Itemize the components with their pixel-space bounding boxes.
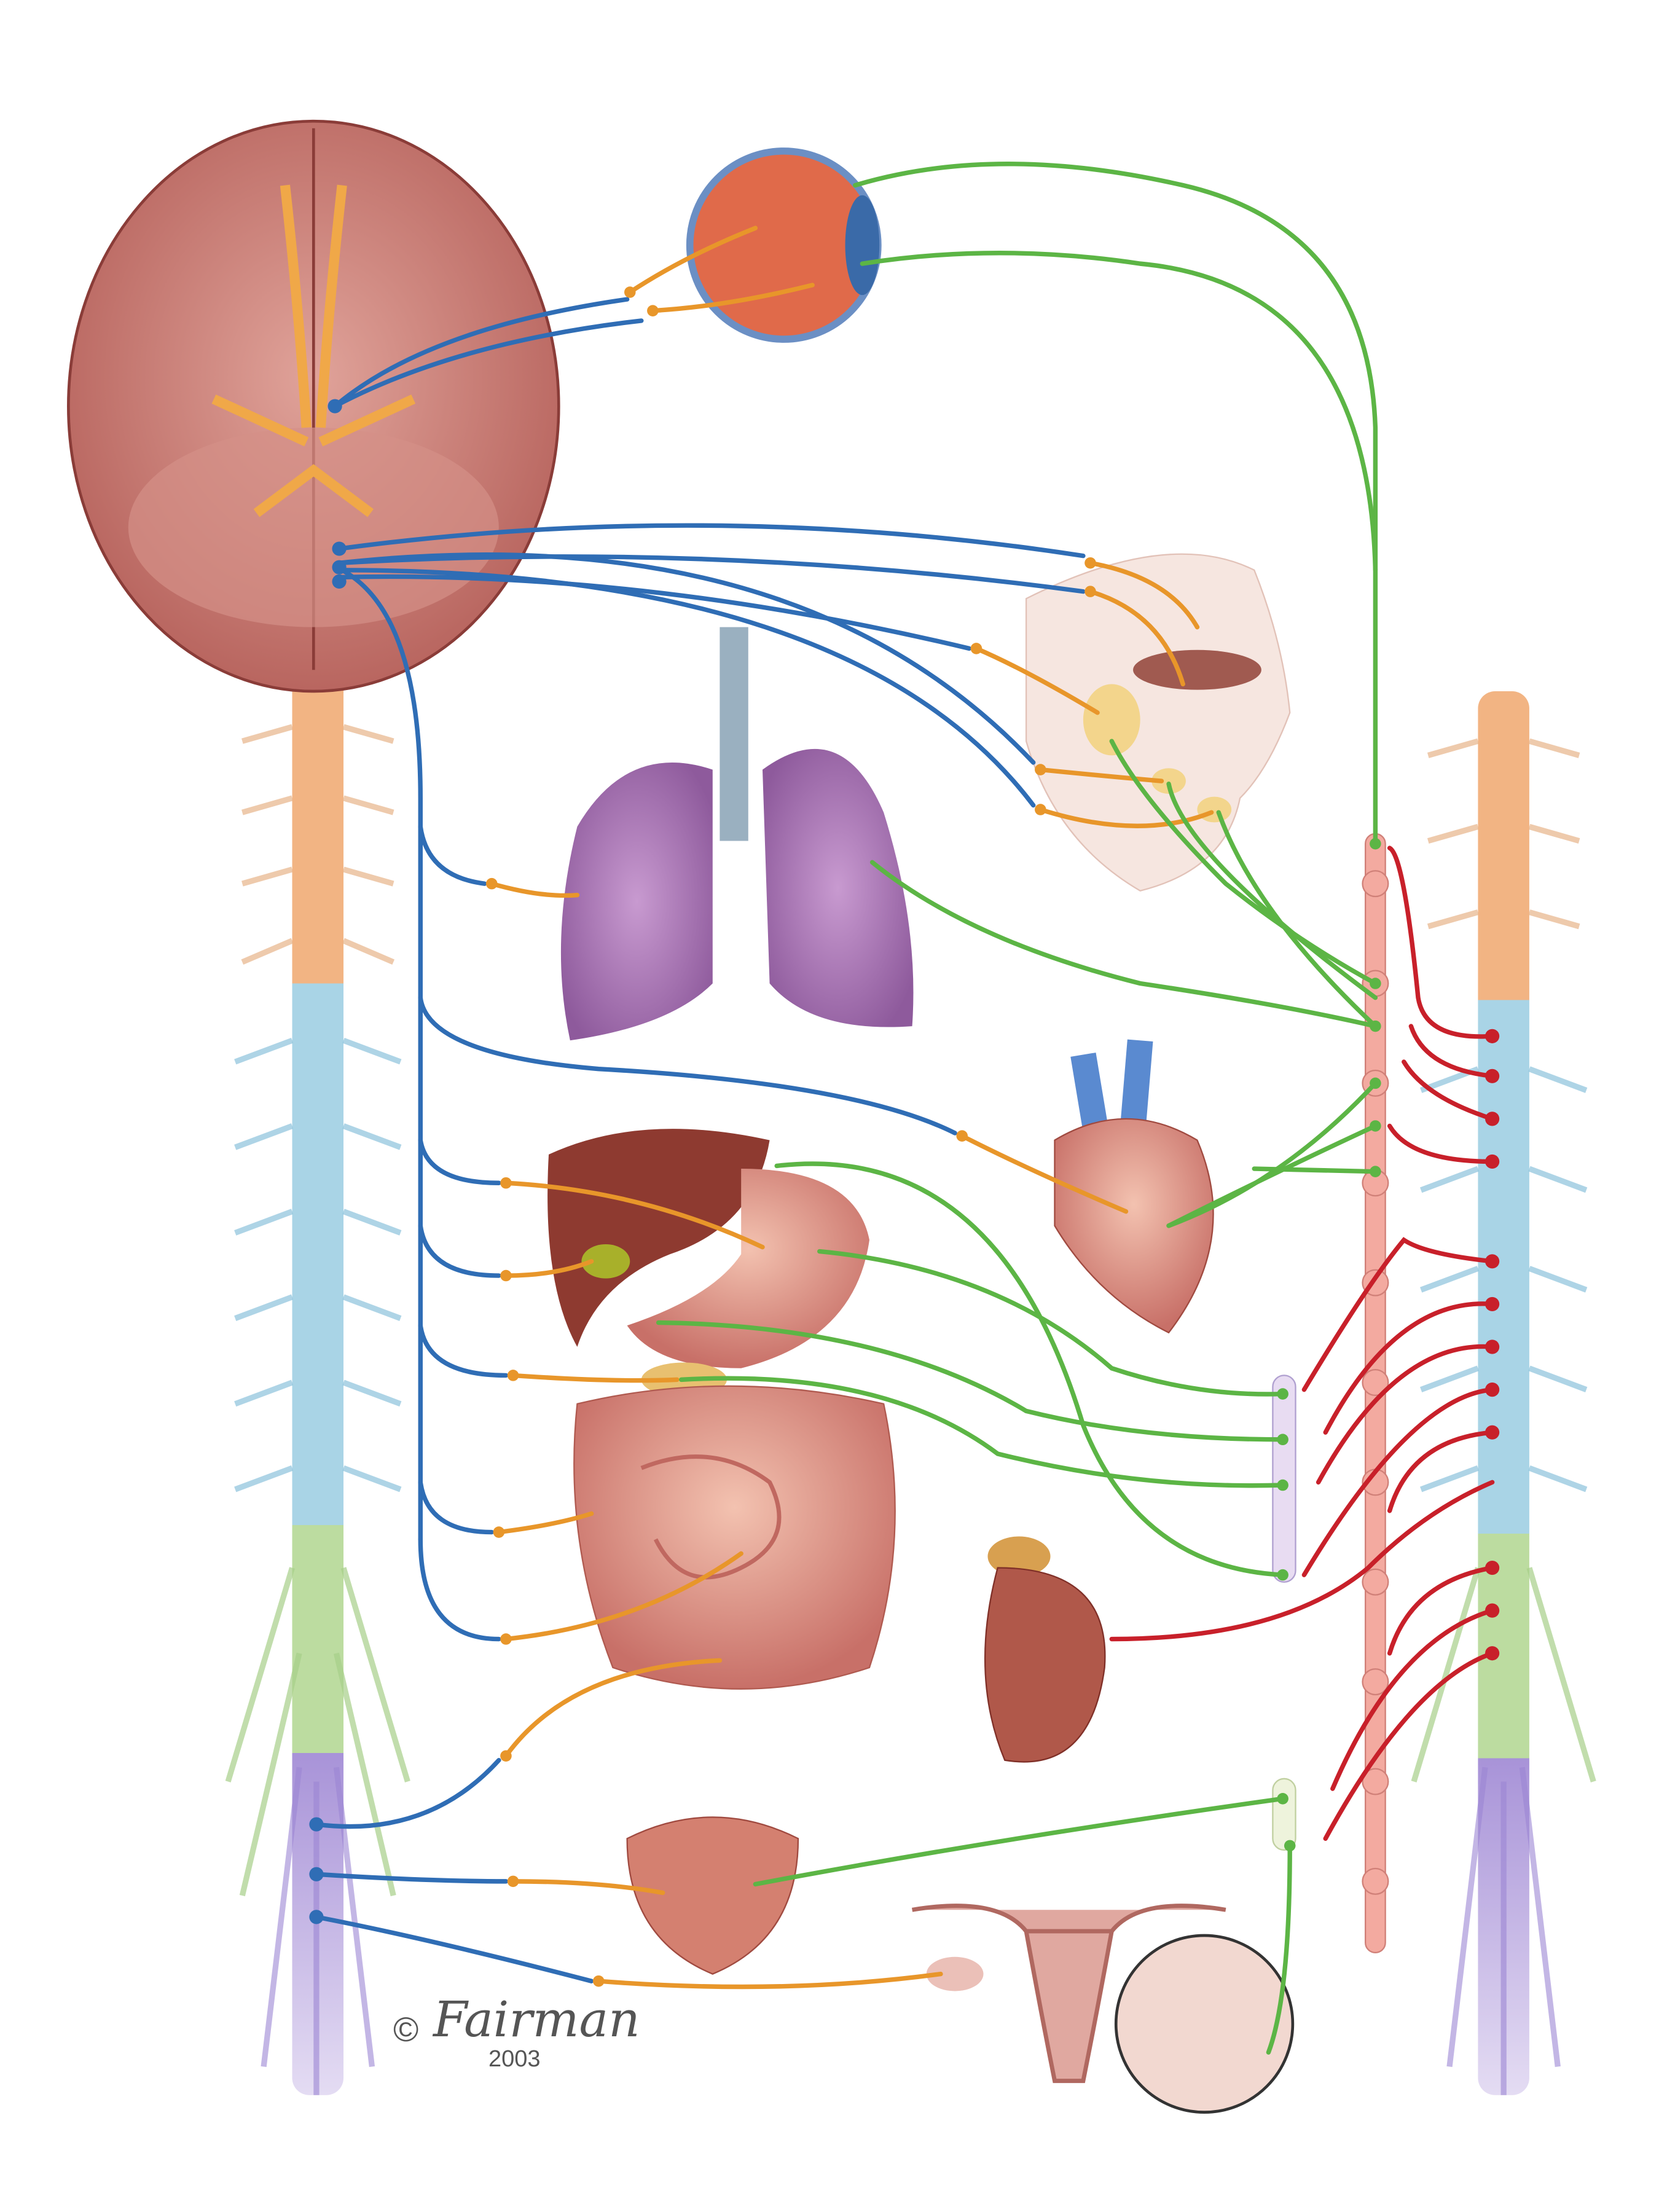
sympathetic-preganglionic-nerves [1109,845,1495,1841]
gallbladder [581,1244,630,1279]
kidney [984,1536,1106,1763]
parasympathetic-postganglionic-nerves [489,226,1214,1990]
heart [1054,1039,1214,1334]
uterus [911,1904,1226,2084]
intestines [573,1385,896,1690]
parasympathetic-preganglionic-nerves [314,297,1086,1983]
artist-signature: Fairman [433,1991,640,2048]
sympathetic-chain [1362,833,1389,1953]
ovary-inset [1114,1934,1295,2114]
spinal-cord-right [1411,691,1596,2095]
spinal-cord-left [225,670,410,2095]
face-glands [1025,553,1291,892]
brain [67,119,560,693]
ganglion-synapse-markers [309,286,1500,1987]
copyright-symbol: © [393,2010,419,2049]
liver [547,1129,770,1347]
lungs [560,627,914,1041]
stomach [627,1169,869,1368]
sympathetic-postganglionic-nerves [656,162,1378,2055]
bladder [626,1816,799,1975]
eye [686,147,882,343]
credit-year: 2003 [488,2046,541,2072]
